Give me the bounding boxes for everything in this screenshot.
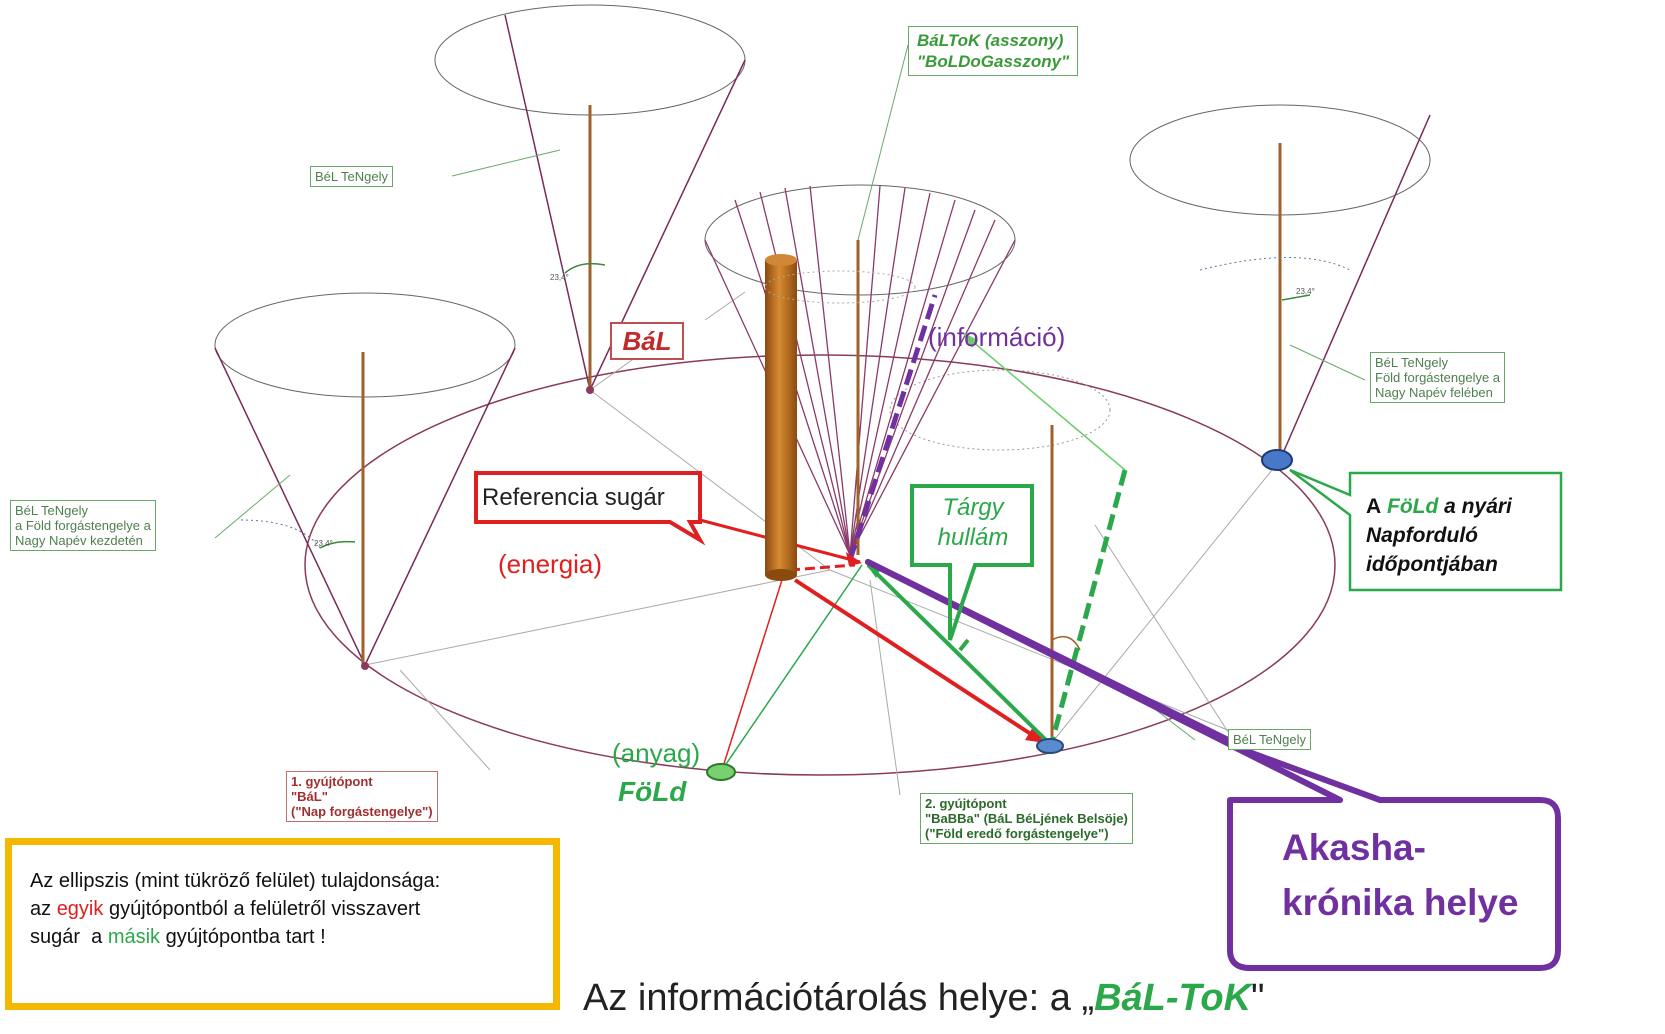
akasha-callout-shape [1227,742,1561,971]
focus2-point [1036,738,1064,754]
caption: Az információtárolás helye: a „BáL-ToK" [583,977,1265,1020]
referencia-label: Referencia sugár [482,484,665,511]
anyag-label: (anyag) [612,738,701,768]
green-dashed-ray [1049,469,1128,743]
anyag-ray [721,564,863,771]
nyari-l3: időpontjában [1366,553,1498,576]
gyujtopont-2-box: 2. gyújtópont "BaBBa" (BáL BéLjének Bels… [920,793,1133,844]
angle-label-left: 23,4° [314,539,333,548]
targy-l1: Tárgy [942,494,1004,521]
akasha-l2: krónika helye [1282,882,1519,923]
fold-point [706,763,736,781]
energia-ray [721,579,783,771]
baltok-title: BáLToK (asszony) [917,31,1064,50]
angle-label-right: 23,4° [1296,287,1315,296]
angle-label-top: 23,4° [550,273,569,282]
bel-tengely-right-l1: BéL TeNgely [1375,355,1448,370]
gyujto2-l1: 2. gyújtópont [925,796,1007,811]
note-l3-b: gyújtópontba tart ! [160,926,326,948]
targy-label: Tárgy hullám [916,493,1030,553]
gyujtopont-1-box: 1. gyújtópont "BáL" ("Nap forgástengelye… [286,771,438,822]
energia-beam [793,578,1042,742]
akasha-l1: Akasha- [1282,827,1426,868]
boldogasszony-title: "BoLDoGasszony" [917,52,1070,71]
left-cone [214,292,516,666]
gyujto1-l2: "BáL" [291,789,328,804]
construction-lines [364,291,1281,796]
bel-tengely-left-box: BéL TeNgely a Föld forgástengelye a Nagy… [10,500,156,551]
nyari-a: A [1366,495,1382,518]
gyujto1-l1: 1. gyújtópont [291,774,373,789]
bel-tengely-left-l1: BéL TeNgely [15,503,88,518]
caption-prefix: Az információtárolás helye: a „ [583,977,1095,1019]
ellipse-property-note: Az ellipszis (mint tükröző felület) tula… [5,838,560,1010]
fold-label: FöLd [618,776,687,807]
bal-label-box: BáL [610,322,684,360]
nyari-l2: Napforduló [1366,524,1478,547]
note-l2-b: gyújtópontból a felületről visszavert [103,898,421,920]
baltok-box: BáLToK (asszony) "BoLDoGasszony" [908,26,1079,76]
bel-tengely-bottom-text: BéL TeNgely [1233,732,1306,747]
akasha-label: Akasha- krónika helye [1282,820,1519,930]
bel-tengely-left-l3: Nagy Napév kezdetén [15,533,143,548]
referencia-callout-shape [474,471,706,546]
note-l1: Az ellipszis (mint tükröző felület) tula… [30,870,441,892]
note-l3-a: sugár a [30,926,108,948]
targy-l2: hullám [937,524,1009,551]
right-cone [1129,104,1431,461]
object-wave [866,563,1050,744]
caption-suffix: " [1251,977,1265,1019]
nyari-fold: FöLd [1387,495,1439,518]
targy-callout-shape [910,484,1034,641]
nyari-b: a nyári [1444,495,1512,518]
caption-bold: BáL-ToK [1094,977,1252,1019]
orbit-ellipse [304,354,1336,776]
bel-tengely-top-text: BéL TeNgely [315,169,388,184]
bel-tengely-top-box: BéL TeNgely [310,166,393,187]
gyujto2-l2: "BaBBa" (BáL BéLjének Belsöje) [925,811,1128,826]
bel-tengely-right-box: BéL TeNgely Föld forgástengelye a Nagy N… [1370,352,1506,403]
summer-fold-point [1261,449,1293,471]
right-lower-cone [889,369,1111,745]
bel-tengely-left-l2: a Föld forgástengelye a [15,518,151,533]
energia-label: (energia) [498,549,603,579]
bel-tengely-right-l3: Nagy Napév felében [1375,385,1493,400]
note-l2-red: egyik [56,898,104,920]
informacio-label: (információ) [928,322,1066,352]
information-ray [847,294,938,561]
bel-tengely-bottom-box: BéL TeNgely [1228,729,1311,750]
nyari-napfordulo-label: A FöLd a nyári Napforduló időpontjában [1366,492,1512,579]
gyujto1-l3: ("Nap forgástengelye") [291,804,433,819]
bal-cylinder [764,254,916,581]
central-cone [704,44,1016,556]
gyujto2-l3: ("Föld eredő forgástengelye") [925,826,1109,841]
bal-label: BáL [622,326,672,356]
bel-tengely-right-l2: Föld forgástengelye a [1375,370,1501,385]
note-l3-green: másik [107,926,161,948]
note-l2-a: az [30,898,57,920]
top-left-cone [434,4,746,391]
